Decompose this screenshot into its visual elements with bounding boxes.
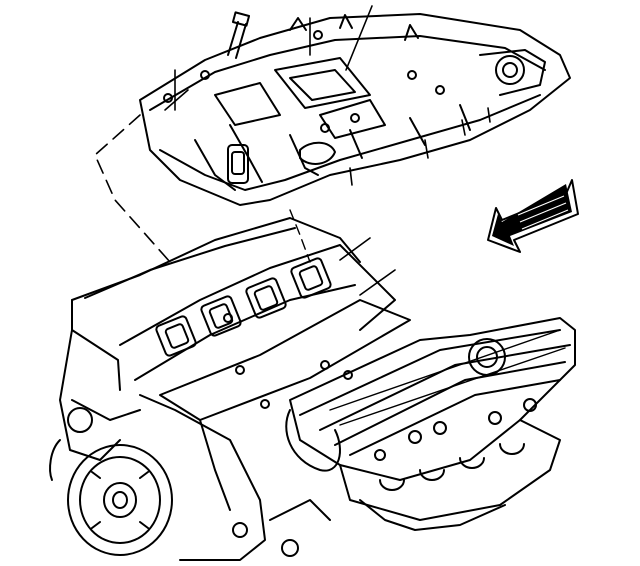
harmonic-balancer <box>50 408 172 555</box>
alignment-dash-line-2 <box>290 210 310 262</box>
gasket-leader-lines <box>340 238 395 295</box>
manifold-bolt <box>228 12 249 58</box>
engine-block <box>60 218 575 530</box>
view-direction-arrow <box>488 180 578 252</box>
timing-cover <box>140 395 330 560</box>
intake-manifold <box>140 14 570 205</box>
alignment-dash-line <box>95 115 170 262</box>
bolt-leader-lines <box>165 6 490 185</box>
